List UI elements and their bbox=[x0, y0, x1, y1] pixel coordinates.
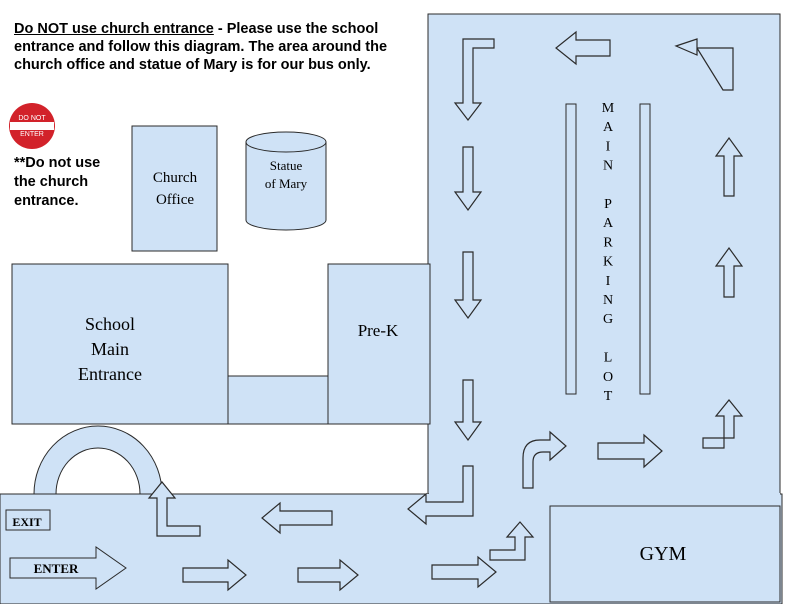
arrow-down bbox=[453, 251, 483, 320]
arrow-left bbox=[261, 501, 333, 535]
parking-lot-letter: I bbox=[606, 274, 611, 289]
church-office-label-2: Office bbox=[156, 192, 194, 208]
parking-lot-letter: N bbox=[603, 159, 613, 174]
arrow-down bbox=[453, 146, 483, 212]
arrow-right bbox=[431, 555, 497, 589]
gym-building bbox=[549, 505, 781, 603]
school-label-2: Main bbox=[91, 339, 129, 359]
arrow-right bbox=[597, 433, 663, 469]
school-label-1: School bbox=[85, 314, 135, 334]
enter-label: ENTER bbox=[34, 561, 79, 576]
parking-lot-letter: I bbox=[606, 139, 611, 154]
do-not-enter-sign: DO NOT ENTER bbox=[9, 103, 55, 149]
statue-of-mary bbox=[245, 131, 327, 231]
parking-lot-letter: M bbox=[602, 101, 615, 116]
arrow-left bbox=[555, 30, 611, 66]
school-label-3: Entrance bbox=[78, 364, 142, 384]
arrow-turn-up bbox=[489, 521, 535, 561]
statue-label-2: of Mary bbox=[265, 176, 308, 191]
instructions-emphasis: Do NOT use church entrance bbox=[14, 21, 214, 37]
arrow-turn-left bbox=[407, 465, 474, 526]
parking-island-left bbox=[565, 103, 577, 395]
loop-driveway bbox=[33, 425, 163, 495]
exit-label: EXIT bbox=[12, 515, 41, 529]
parking-lot-letter: R bbox=[603, 235, 613, 250]
arrow-turn-left bbox=[674, 38, 734, 91]
exit-marker: EXIT bbox=[5, 509, 51, 531]
gym-label: GYM bbox=[640, 543, 687, 565]
parking-island-right bbox=[639, 103, 651, 395]
arrow-up bbox=[714, 136, 744, 197]
parking-lot-letter: G bbox=[603, 312, 613, 327]
side-note: **Do not use the church entrance. bbox=[14, 155, 101, 209]
parking-lot-letter: A bbox=[603, 120, 614, 135]
arrow-right bbox=[297, 558, 359, 592]
walkway bbox=[227, 375, 329, 425]
prek-label: Pre-K bbox=[358, 321, 399, 340]
sign-line1: DO NOT bbox=[18, 115, 46, 122]
school-building bbox=[11, 263, 229, 425]
arrow-turn-down bbox=[453, 38, 495, 121]
church-office bbox=[131, 125, 218, 252]
arrow-right bbox=[182, 558, 247, 592]
arrow-turn-up bbox=[702, 399, 744, 449]
parking-lot-letter: T bbox=[604, 389, 613, 404]
parking-lot-letter: A bbox=[603, 216, 614, 231]
arrow-up bbox=[714, 246, 744, 298]
arrow-curve-right bbox=[522, 430, 567, 489]
arrow-down bbox=[453, 379, 483, 442]
prek-building bbox=[327, 263, 431, 425]
church-office-label-1: Church bbox=[153, 170, 198, 186]
parking-lot-letter: P bbox=[604, 197, 612, 212]
parking-lot-letter: N bbox=[603, 293, 613, 308]
parking-lot-letter: K bbox=[603, 255, 613, 270]
arrow-turn-up bbox=[147, 481, 201, 537]
parking-lot-letter: O bbox=[603, 370, 613, 385]
enter-arrow: ENTER bbox=[9, 546, 127, 590]
instructions-body: - Please use the school entrance and fol… bbox=[14, 21, 388, 73]
parking-lot-letter: L bbox=[604, 351, 613, 366]
sign-line2: ENTER bbox=[20, 131, 44, 138]
statue-label-1: Statue bbox=[270, 158, 303, 173]
instructions-text: Do NOT use church entrance - Please use … bbox=[14, 20, 404, 74]
